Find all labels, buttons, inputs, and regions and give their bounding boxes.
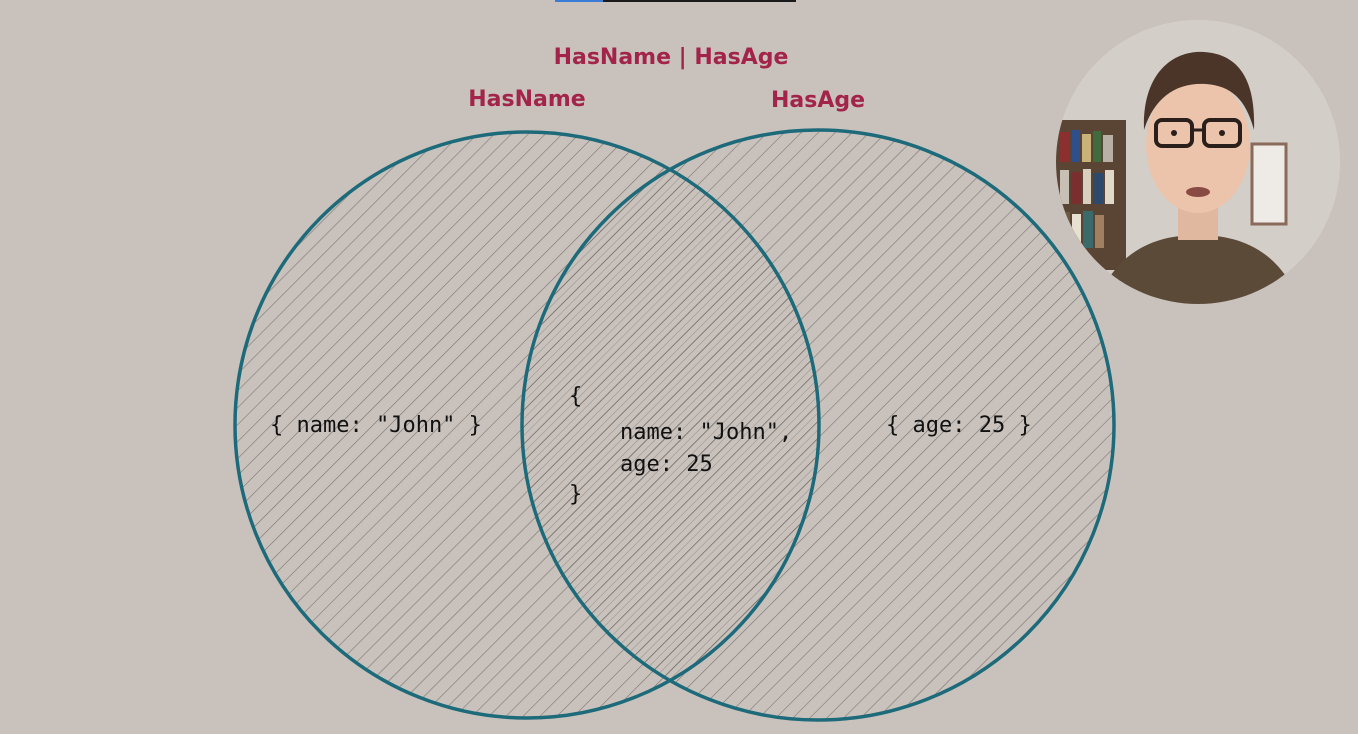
left-set-label: HasName	[468, 87, 585, 112]
right-set-circle	[520, 128, 1116, 722]
intersection-line-2: age: 25	[620, 452, 713, 477]
intersection-open-brace: {	[569, 384, 582, 409]
union-title: HasName | HasAge	[554, 45, 789, 70]
intersection-close-brace: }	[569, 482, 582, 507]
left-only-value: { name: "John" }	[270, 413, 482, 438]
left-set-circle	[233, 130, 821, 720]
right-only-value: { age: 25 }	[886, 413, 1032, 438]
intersection-line-1: name: "John",	[620, 420, 792, 445]
video-progress-fill	[555, 0, 604, 2]
video-progress-bar[interactable]	[555, 0, 796, 2]
presenter-webcam	[1056, 20, 1340, 304]
right-set-label: HasAge	[771, 88, 865, 113]
